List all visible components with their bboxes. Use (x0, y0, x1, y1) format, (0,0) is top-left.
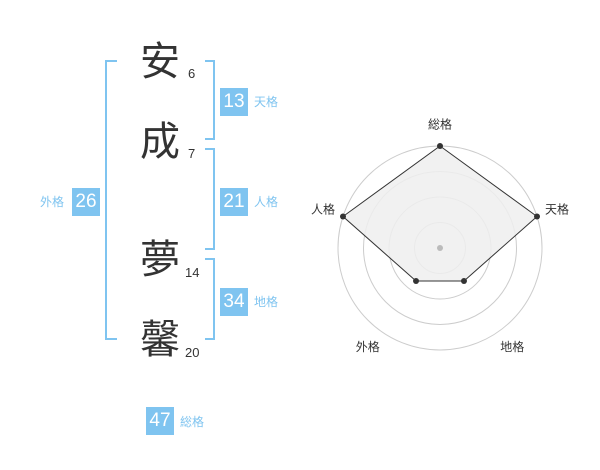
chikaku-value: 34 (220, 288, 248, 316)
chikaku-label: 地格 (254, 295, 279, 309)
name-char-1: 安 (140, 39, 180, 85)
jinkaku-value: 21 (220, 188, 248, 216)
soukaku-label: 総格 (180, 415, 205, 429)
soukaku-value: 47 (146, 407, 174, 435)
radar-axis-label-5: 人格 (311, 201, 335, 216)
name-char-2: 成 (140, 119, 180, 165)
jinkaku-bracket (205, 148, 215, 250)
tenkaku-label: 天格 (254, 95, 279, 109)
stroke-count-1: 6 (188, 66, 196, 81)
gaikaku-bracket (105, 60, 117, 340)
radar-center-dot (437, 245, 443, 251)
name-char-3: 夢 (140, 237, 180, 283)
gaikaku-label: 外格 (40, 195, 65, 209)
radar-axis-label-1: 総格 (428, 117, 452, 132)
tenkaku-value: 13 (220, 88, 248, 116)
tenkaku-bracket (205, 60, 215, 140)
radar-point-3 (460, 278, 467, 285)
radar-axis-label-3: 地格 (500, 339, 524, 354)
name-char-4: 馨 (140, 317, 180, 363)
radar-point-4 (413, 278, 420, 285)
radar-axis-label-2: 天格 (545, 201, 569, 216)
radar-area (342, 145, 538, 282)
stroke-count-4: 20 (185, 345, 200, 360)
stroke-count-3: 14 (185, 265, 200, 280)
gaikaku-value: 26 (72, 188, 100, 216)
radar-axis-label-4: 外格 (356, 339, 380, 354)
jinkaku-label: 人格 (254, 195, 279, 209)
radar-point-5 (339, 213, 346, 220)
radar-point-2 (534, 213, 541, 220)
radar-point-1 (437, 143, 443, 149)
chikaku-bracket (205, 258, 215, 340)
stroke-count-2: 7 (188, 146, 196, 161)
